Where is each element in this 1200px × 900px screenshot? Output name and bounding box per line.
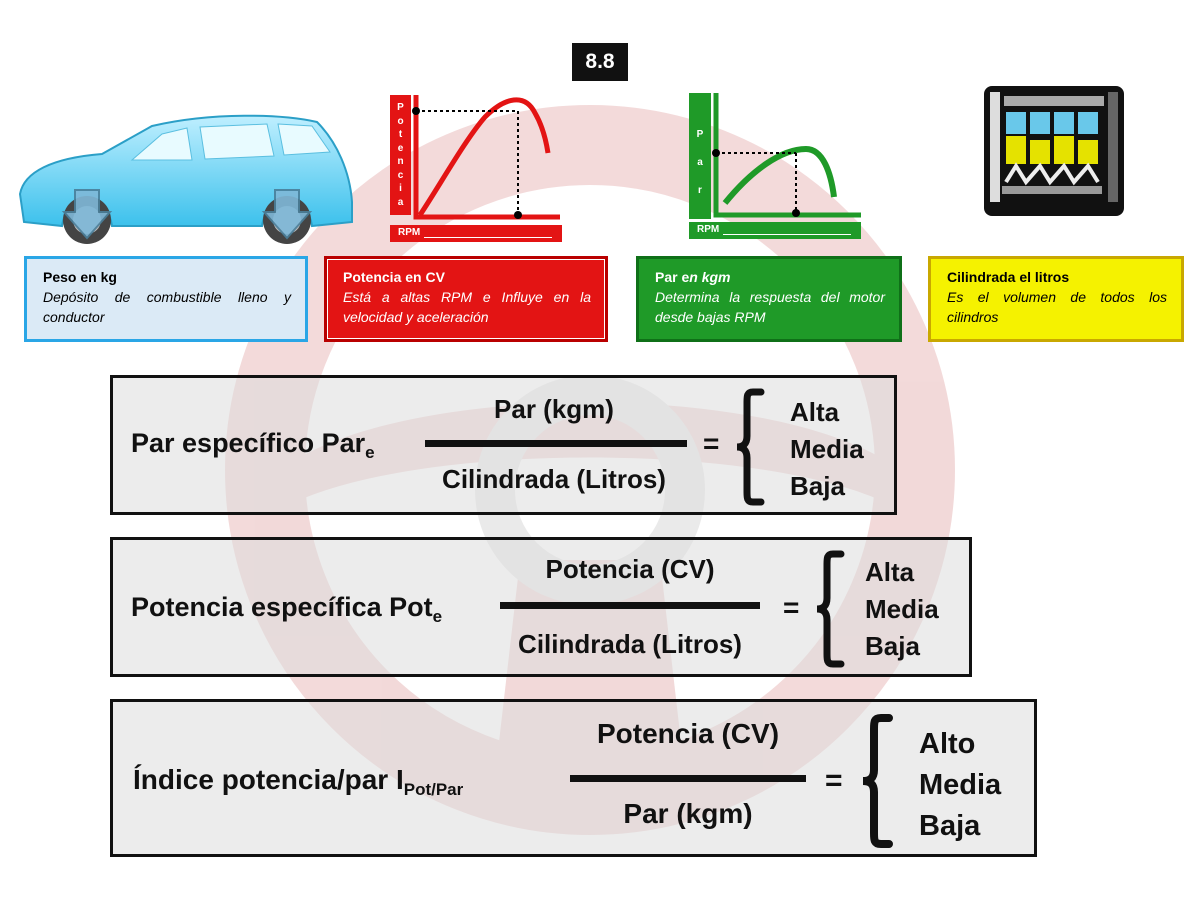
par-rpm-label: RPM: [697, 224, 720, 235]
curly-brace: [816, 550, 845, 668]
peso-description: Depósito de combustible lleno y conducto…: [43, 289, 291, 325]
equals-sign: =: [703, 428, 720, 459]
peso-info-card: Peso en kg Depósito de combustible lleno…: [24, 256, 308, 342]
slide-number-badge: 8.8: [572, 43, 628, 81]
fraction-bar: [425, 440, 687, 447]
par-curve-graph: [712, 93, 861, 218]
equals-sign: =: [783, 592, 800, 623]
potencia-rpm-label: RPM: [398, 227, 421, 238]
par-title: Par en kgm: [655, 269, 731, 285]
par-description: Determina la respuesta del motor desde b…: [655, 289, 885, 325]
formula-denominator: Par (kgm): [623, 798, 753, 829]
formula-denominator: Cilindrada (Litros): [442, 464, 666, 494]
potencia-info-card: Potencia en CV Está a altas RPM e Influy…: [324, 256, 608, 342]
par-rpm-bar: RPM: [689, 222, 861, 239]
formula-label: Potencia específica Pote: [131, 592, 443, 626]
fraction-bar: [500, 602, 760, 609]
peso-title: Peso en kg: [43, 269, 117, 285]
cilindrada-description: Es el volumen de todos los cilindros: [947, 289, 1167, 325]
engine-cylinders-illustration: [984, 86, 1124, 216]
formula-label: Índice potencia/par IPot/Par: [133, 764, 464, 799]
potencia-especifica-formula: Potencia específica Pote Potencia (CV) C…: [110, 537, 972, 677]
formula-numerator: Potencia (CV): [596, 718, 780, 749]
fraction-bar: [570, 775, 806, 782]
potencia-title: Potencia en CV: [343, 269, 445, 285]
cilindrada-info-card: Cilindrada el litros Es el volumen de to…: [928, 256, 1184, 342]
par-info-card: Par en kgm Determina la respuesta del mo…: [636, 256, 902, 342]
curly-brace: [736, 388, 765, 506]
par-especifico-formula: Par específico Pare Par (kgm) Cilindrada…: [110, 375, 897, 515]
formula-label: Par específico Pare: [131, 428, 375, 462]
formula-numerator: Par (kgm): [494, 394, 614, 424]
car-illustration: [18, 114, 353, 244]
formula-denominator: Cilindrada (Litros): [518, 629, 742, 659]
equals-sign: =: [825, 764, 843, 797]
potencia-curve-graph: [412, 95, 560, 220]
potencia-rpm-bar: RPM: [390, 225, 562, 242]
indice-potencia-par-formula: Índice potencia/par IPot/Par Potencia (C…: [110, 699, 1037, 857]
potencia-description: Está a altas RPM e Influye en la velocid…: [343, 289, 591, 325]
formula-numerator: Potencia (CV): [545, 554, 715, 584]
cilindrada-title: Cilindrada el litros: [947, 269, 1070, 285]
curly-brace: [862, 714, 893, 848]
